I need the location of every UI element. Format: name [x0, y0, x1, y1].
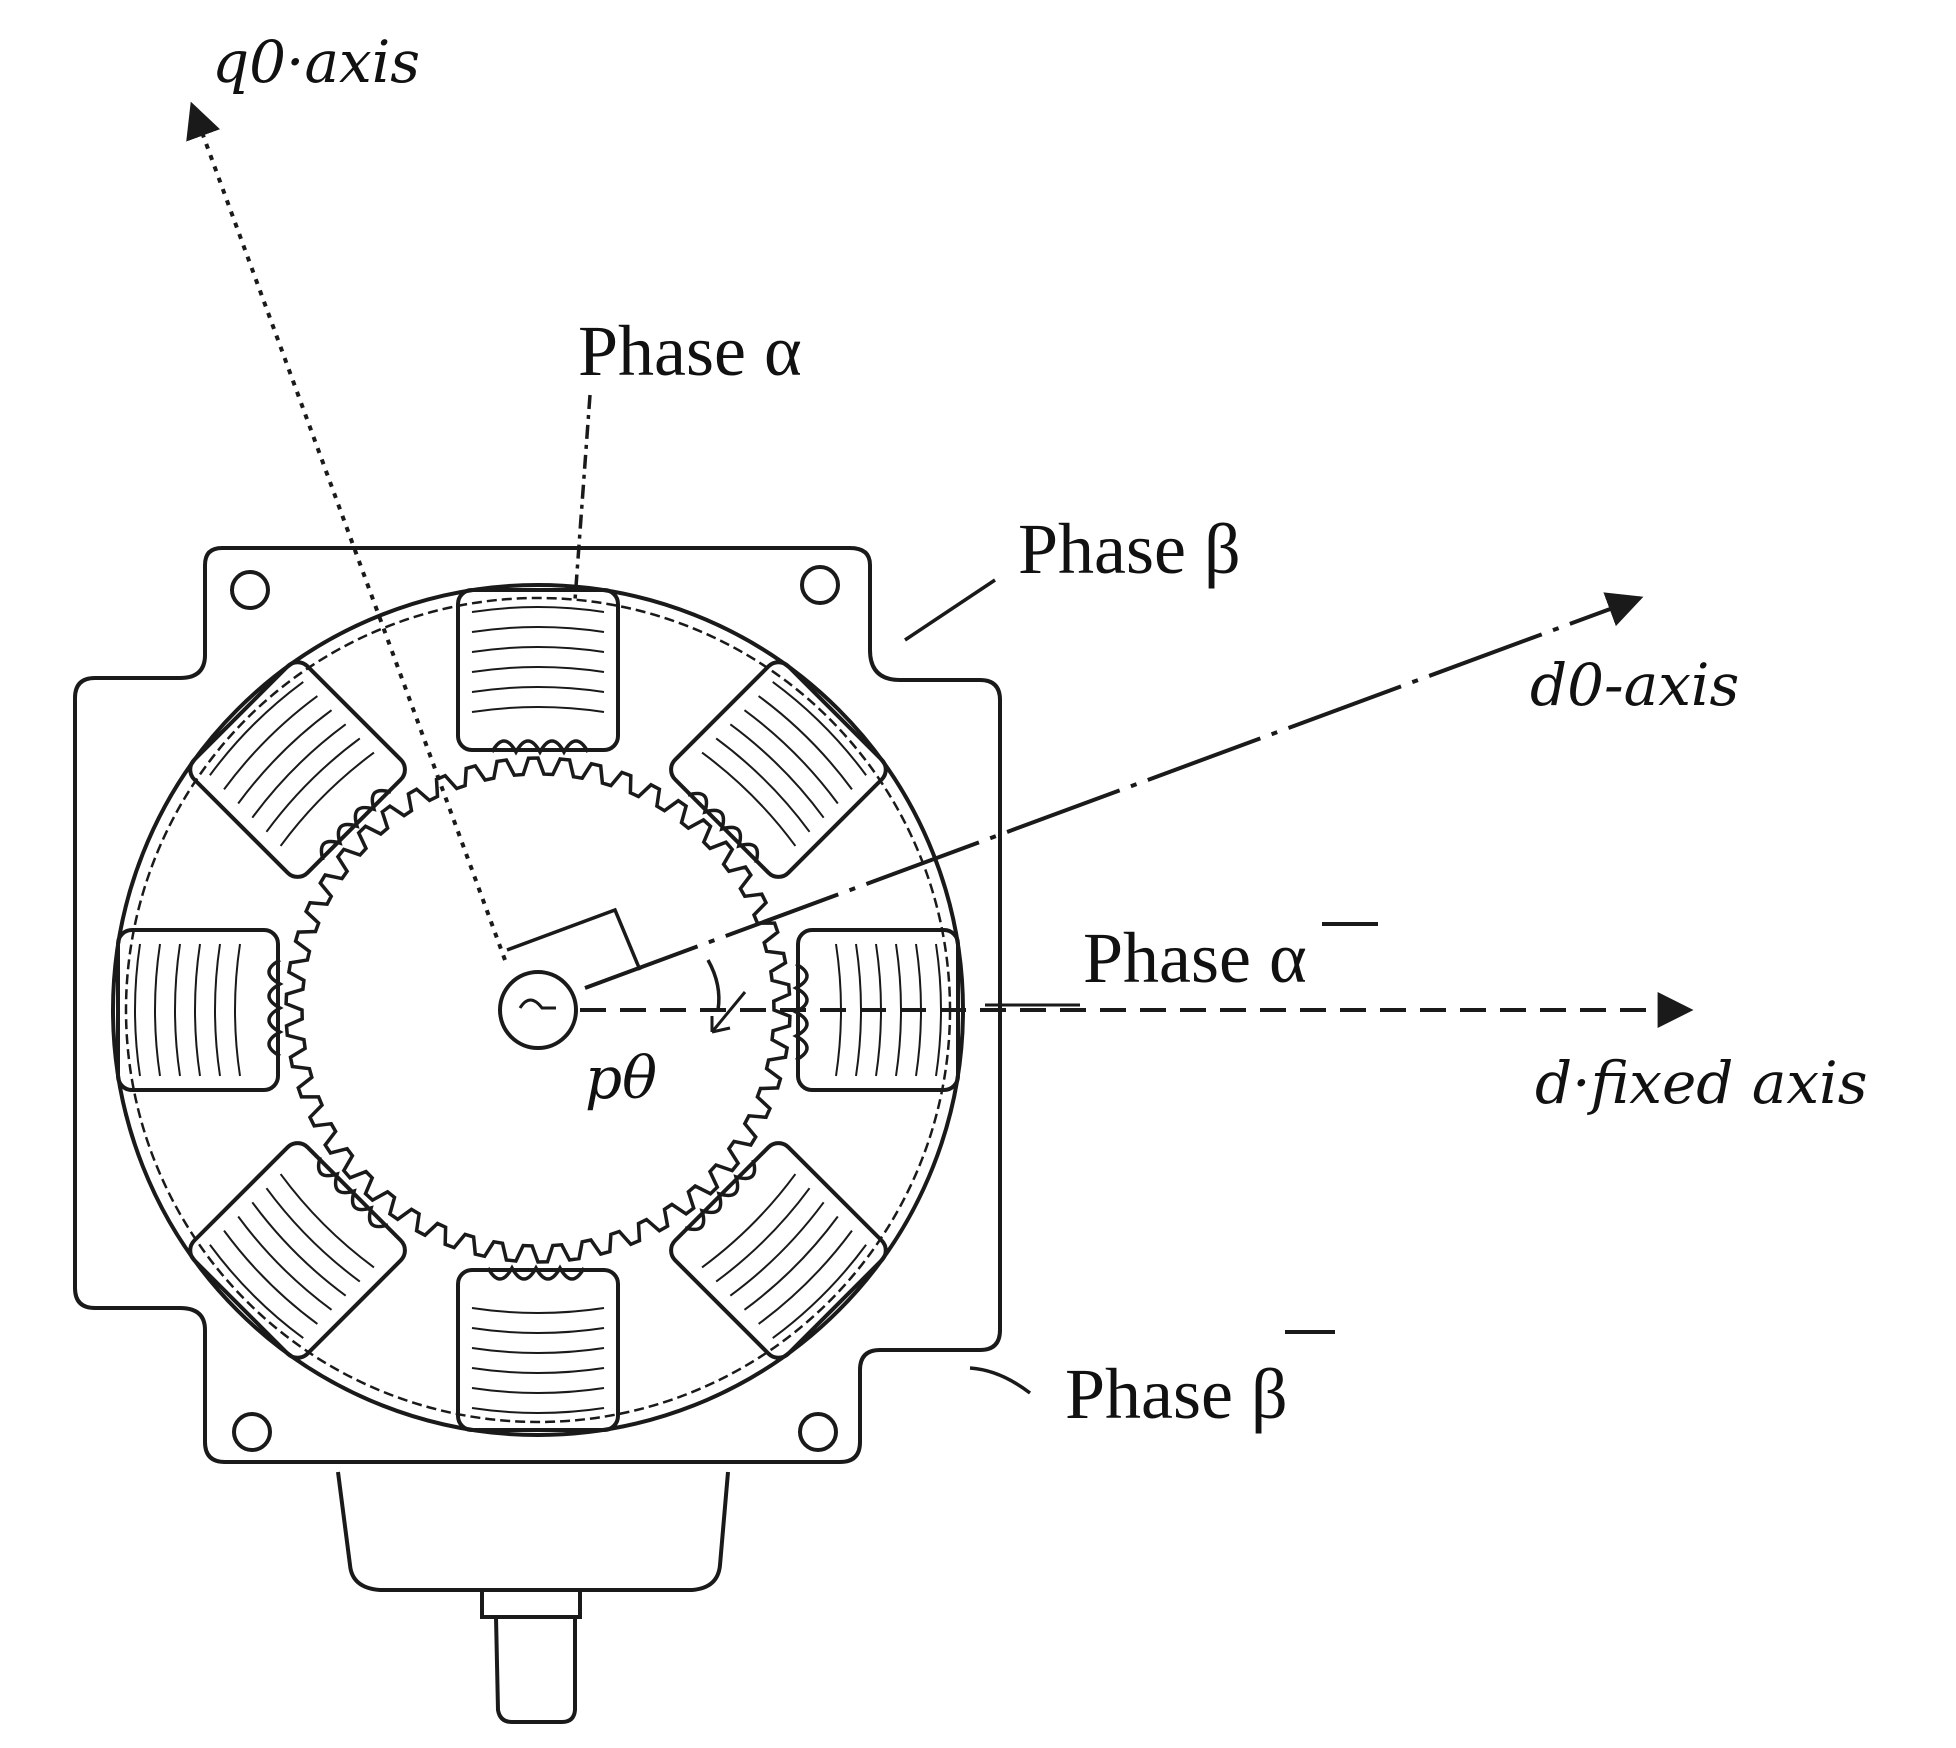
- motor-base: [336, 1471, 730, 1592]
- d0-axis-line: [584, 592, 1644, 990]
- rotor-shaft: [498, 970, 578, 1050]
- stator-pole-bottom-right: [669, 1141, 888, 1360]
- stator-pole-bottom: [456, 1264, 620, 1432]
- stator-pole-top: [456, 588, 620, 756]
- mounting-hole-top-right: [800, 565, 840, 605]
- angle-arc: [706, 959, 721, 1011]
- stator-pole-top-right: [669, 660, 888, 879]
- stator-pole-left: [116, 928, 284, 1092]
- d0-axis-label: d0-axis: [1530, 651, 1739, 719]
- mounting-hole-bottom-right: [798, 1412, 838, 1452]
- output-shaft: [480, 1592, 582, 1724]
- angle-pointer: [710, 991, 747, 1034]
- leader-phase-beta-bar: [969, 1366, 1032, 1395]
- angle-label: pθ: [585, 1044, 657, 1112]
- right-angle-marker: [506, 907, 642, 971]
- q0-axis-label: q0·axis: [212, 28, 420, 96]
- shaft-key: [518, 998, 556, 1010]
- phase-beta-label: Phase β: [1018, 509, 1241, 589]
- leader-phase-beta: [904, 578, 996, 642]
- stator-pole-bottom-left: [188, 1141, 407, 1360]
- phase-alpha-bar-label: Phase α: [1083, 918, 1307, 998]
- stator-pole-top-left: [188, 660, 407, 879]
- phase-beta-bar-label: Phase β: [1065, 1354, 1288, 1434]
- mounting-hole-top-left: [230, 570, 270, 610]
- motor-housing: [73, 546, 1002, 1464]
- q0-axis-line: [186, 101, 507, 961]
- mounting-hole-bottom-left: [232, 1412, 272, 1452]
- phase-alpha-label: Phase α: [578, 311, 802, 391]
- leader-phase-alpha: [573, 394, 592, 601]
- rotor-toothed: [284, 756, 792, 1264]
- d-fixed-axis-label: d·fixed axis: [1535, 1049, 1867, 1117]
